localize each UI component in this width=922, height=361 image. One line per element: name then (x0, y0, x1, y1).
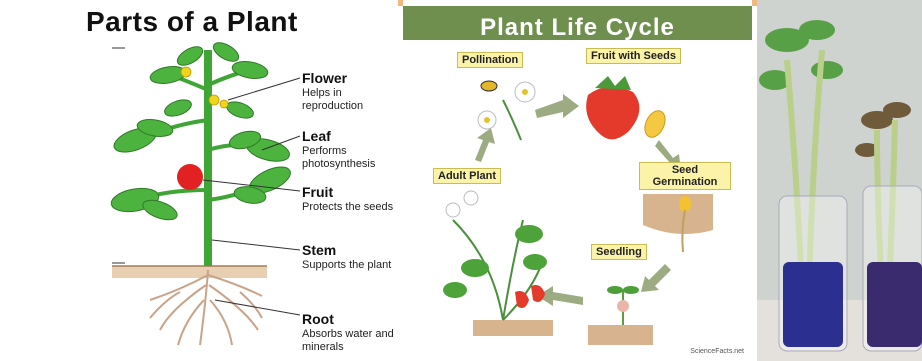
desc-fruit: Protects the seeds (302, 201, 398, 214)
desc-flower: Helps in reproduction (302, 87, 398, 113)
life-cycle-panel: Plant Life Cycle (403, 0, 752, 361)
label-flower: Flower (302, 70, 347, 86)
stage-pollination: Pollination (457, 52, 523, 68)
germination-illustration (643, 194, 713, 252)
seedling-illustration (588, 286, 653, 345)
fruit (177, 164, 203, 190)
blue-water (783, 262, 843, 347)
stage-fruit-with-seeds: Fruit with Seeds (586, 48, 681, 64)
desc-root: Absorbs water and minerals (302, 328, 398, 354)
label-leaf: Leaf (302, 128, 331, 144)
stage-seed-germination: Seed Germination (639, 162, 731, 190)
label-root: Root (302, 311, 334, 327)
desc-leaf: Performs photosynthesis (302, 145, 398, 171)
pollination-illustration (478, 81, 535, 140)
label-stem: Stem (302, 242, 336, 258)
parts-of-plant-panel: Parts of a Plant (0, 0, 398, 361)
desc-stem: Supports the plant (302, 259, 398, 272)
soil-band (112, 266, 267, 278)
credit-text: ScienceFacts.net (690, 348, 744, 355)
strawberry-fruit (586, 76, 669, 140)
stage-seedling: Seedling (591, 244, 647, 260)
leaves (109, 39, 294, 224)
plant-diagram (0, 0, 398, 361)
celery-photo (757, 0, 922, 361)
label-fruit: Fruit (302, 184, 333, 200)
celery-photo-panel (757, 0, 922, 361)
stage-adult-plant: Adult Plant (433, 168, 501, 184)
adult-plant-illustration (443, 191, 553, 336)
roots (150, 270, 262, 345)
purple-water (867, 262, 922, 347)
